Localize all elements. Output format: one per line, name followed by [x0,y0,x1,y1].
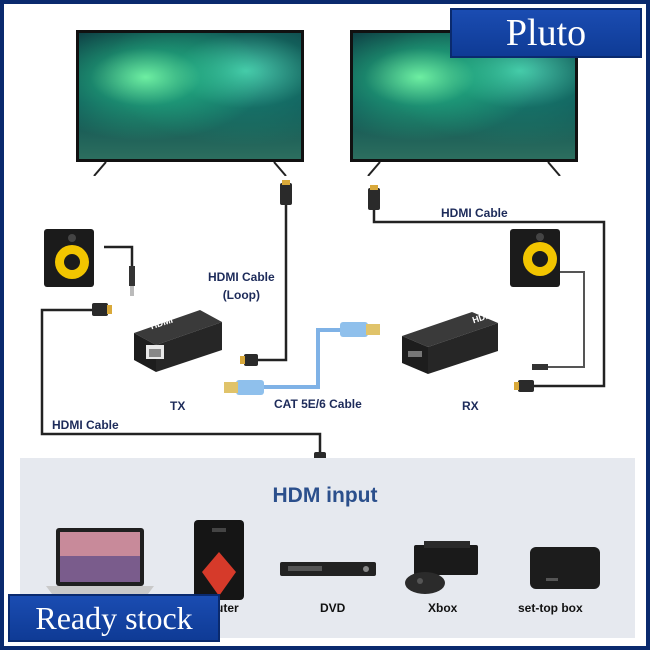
tv-screen [76,30,304,162]
input-title: HDM input [272,484,378,507]
hdmi-cable-right-label: HDMI Cable [441,206,508,220]
speaker-left-cable [104,245,135,296]
cat-cable-label: CAT 5E/6 Cable [274,397,362,411]
hdmi-cable-loop-label: HDMI Cable (Loop) [208,270,275,302]
speaker-right [510,229,560,287]
hdmi-loop-cable [240,180,292,366]
speaker-right-cable [532,271,585,370]
hdmi-right-cable [368,185,606,392]
tv-stand [93,162,287,176]
tx-label: TX [170,399,186,413]
hdmi-cable-loop-line1: HDMI Cable [208,270,275,284]
hdmi-cable-loop-line2: (Loop) [222,288,260,302]
hdmi-cable-left-label: HDMI Cable [52,418,119,432]
computer-label: uter [216,601,239,615]
set-top-box-label: set-top box [518,601,583,615]
ready-stock-banner: Ready stock [8,594,220,642]
rx-label: RX [462,399,479,413]
dvd-label: DVD [320,601,346,615]
xbox-label: Xbox [428,601,458,615]
tx-extender [134,310,222,372]
dvd-player-icon [280,562,376,576]
computer-tower-icon [194,520,244,600]
rx-extender [402,312,498,374]
laptop-icon [46,528,154,594]
brand-badge: Pluto [450,8,642,58]
set-top-box-icon [530,547,600,589]
tv-stand [367,162,561,176]
speaker-left [44,229,94,287]
tv-left [76,30,304,176]
cat-cable [224,322,380,395]
xbox-icon [405,541,478,594]
